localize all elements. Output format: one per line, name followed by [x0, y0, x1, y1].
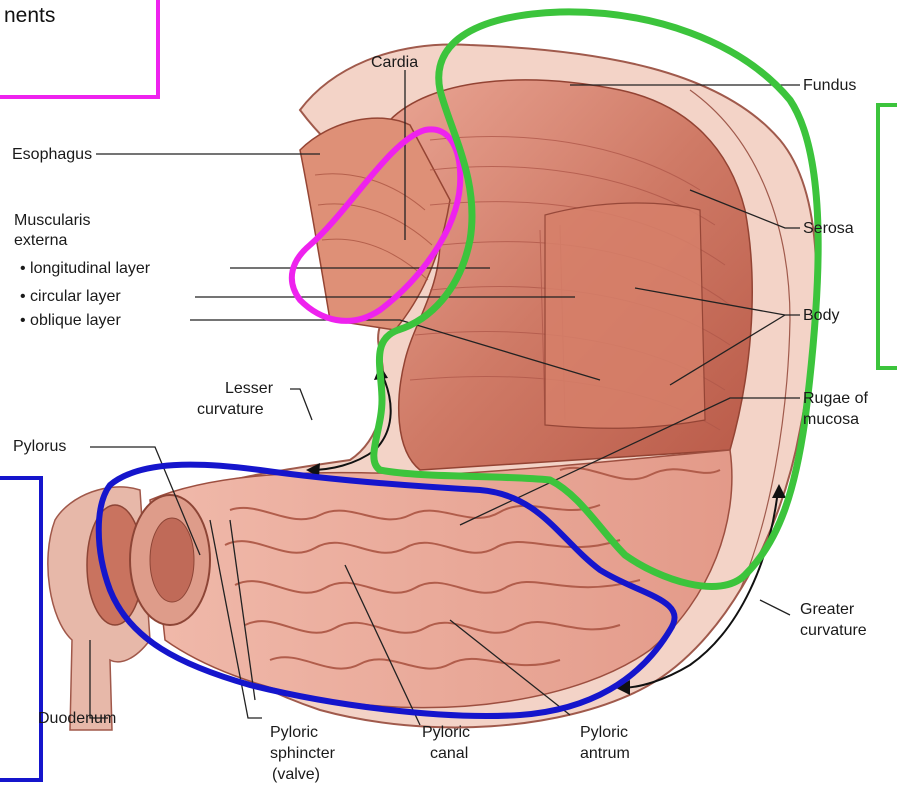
- label-greater: Greater: [800, 600, 854, 619]
- label-esophagus: Esophagus: [12, 145, 92, 164]
- label-pyloric-sphincter-3: (valve): [272, 765, 320, 784]
- label-muscularis: Muscularis: [14, 211, 90, 230]
- label-pyloric-canal-1: Pyloric: [422, 723, 470, 742]
- label-rugae: Rugae of: [803, 389, 868, 408]
- label-lesser: Lesser: [225, 379, 273, 398]
- label-serosa: Serosa: [803, 219, 854, 238]
- label-cardia: Cardia: [371, 53, 418, 72]
- label-externa: externa: [14, 231, 67, 250]
- label-duodenum: Duodenum: [38, 709, 116, 728]
- label-pyloric-canal-2: canal: [430, 744, 468, 763]
- label-pyloric-sphincter-2: sphincter: [270, 744, 335, 763]
- label-pyloric-antrum-1: Pyloric: [580, 723, 628, 742]
- label-pyloric-antrum-2: antrum: [580, 744, 630, 763]
- green-box-edge: [878, 105, 897, 368]
- label-body: Body: [803, 306, 839, 325]
- label-pyloric-sphincter-1: Pyloric: [270, 723, 318, 742]
- label-lesser-curvature: curvature: [197, 400, 264, 419]
- label-circular-layer: • circular layer: [20, 287, 121, 306]
- blue-box-edge: [0, 478, 41, 780]
- label-longitudinal-layer: • longitudinal layer: [20, 259, 150, 278]
- label-mucosa: mucosa: [803, 410, 859, 429]
- label-fundus: Fundus: [803, 76, 856, 95]
- label-greater-curvature: curvature: [800, 621, 867, 640]
- label-oblique-layer: • oblique layer: [20, 311, 121, 330]
- body-panel: [545, 203, 705, 428]
- partial-label-text: nents: [4, 4, 55, 28]
- label-pylorus: Pylorus: [13, 437, 66, 456]
